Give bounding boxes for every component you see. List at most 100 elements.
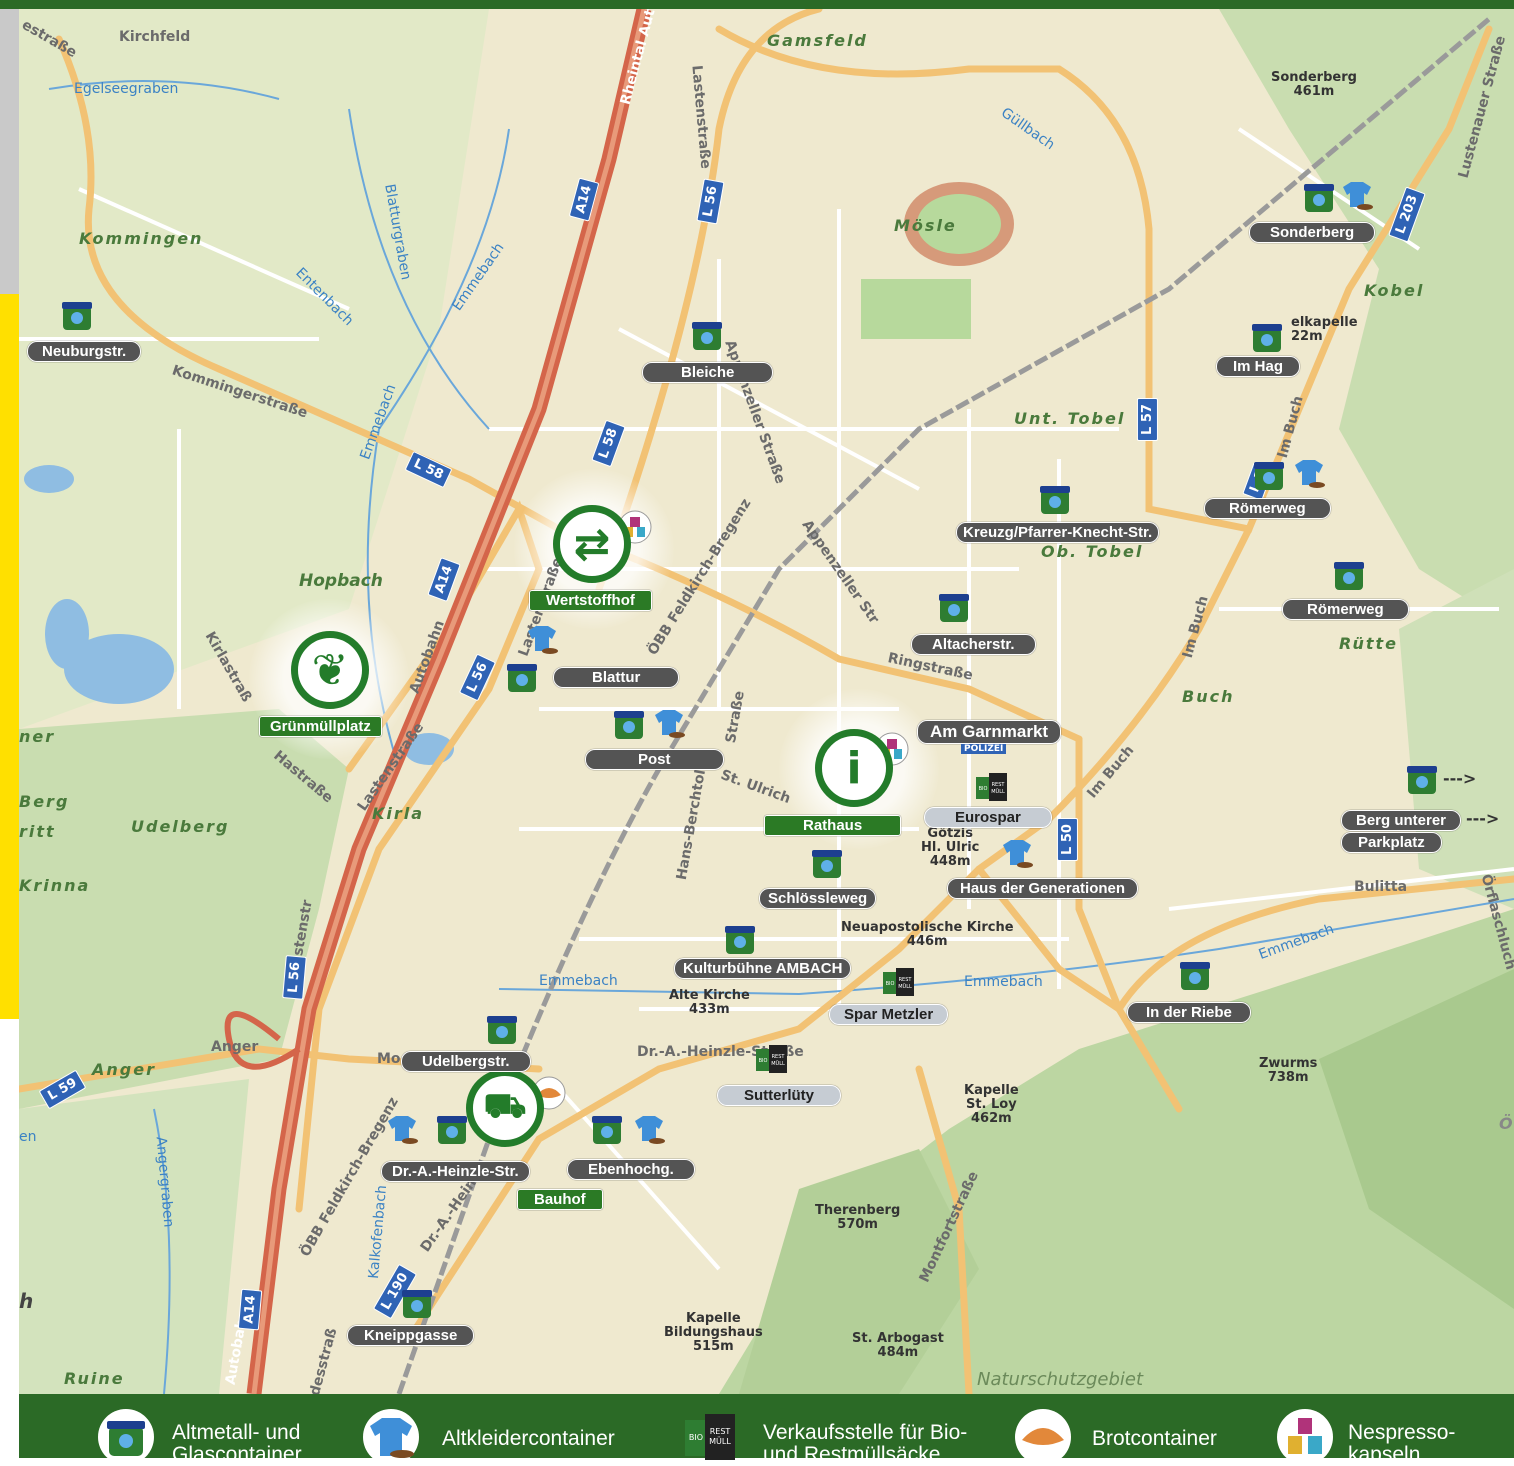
legend-label-nespresso-2: kapseln [1348,1443,1421,1466]
clothes-container-icon[interactable] [631,1111,667,1147]
glass-container-icon[interactable] [1037,481,1073,517]
glass-container-icon[interactable] [689,317,725,353]
peak-kapelle-loy: Kapelle St. Loy 462m [964,1083,1019,1126]
glass-container-icon[interactable] [434,1111,470,1147]
side-tab-yellow [0,294,19,1019]
clothes-container-icon[interactable] [651,705,687,741]
clothes-container-icon[interactable] [524,621,560,657]
wertstoffhof-recycle-icon[interactable]: ⇄ [553,505,631,583]
location-schloessleweg[interactable]: Schlössleweg [759,888,877,909]
location-post[interactable]: Post [585,749,724,770]
glass-container-icon[interactable] [484,1011,520,1047]
legend-label-nespresso-1: Nespresso- [1348,1421,1456,1444]
location-altacherstr[interactable]: Altacherstr. [911,634,1036,655]
glass-container-icon[interactable] [399,1285,435,1321]
glass-container-icon [98,1409,154,1465]
street-anger: Anger [211,1039,259,1055]
rathaus-info-icon[interactable]: i [815,729,893,807]
glass-container-icon[interactable] [611,706,647,742]
place-buch: Buch [1182,687,1235,706]
clothes-container-icon[interactable] [1339,177,1375,213]
location-berg-unterer[interactable]: Berg unterer [1341,810,1462,831]
glass-container-icon[interactable] [1301,179,1337,215]
location-kreuzg[interactable]: Kreuzg/Pfarrer-Knecht-Str. [956,522,1160,543]
place-kirla: Kirla [372,804,425,823]
legend-label-waste-2: und Restmüllsäcke [763,1443,941,1466]
glass-container-icon[interactable] [1404,761,1440,797]
shield-a14-s: A14 [237,1288,263,1331]
location-gruenmuellplatz[interactable]: Grünmüllplatz [259,716,382,737]
glass-container-icon[interactable] [1331,557,1367,593]
location-ebenhochg[interactable]: Ebenhochg. [567,1159,695,1180]
location-roemerweg-2[interactable]: Römerweg [1282,599,1409,620]
svg-text:REST: REST [992,782,1006,788]
water-egelseegraben: Egelseegraben [74,81,179,97]
glass-container-icon[interactable] [504,659,540,695]
polizei-sign: POLIZEI [961,744,1007,754]
place-oe-partial: Ö [1499,1114,1514,1133]
legend-item-bread: Brotcontainer [1014,1394,1254,1465]
place-ruette: Rütte [1339,634,1398,653]
clothes-container-icon[interactable] [1291,455,1327,491]
location-sutterluety[interactable]: Sutterlüty [717,1085,842,1106]
peak-bildungshaus: Kapelle Bildungshaus 515m [664,1311,763,1354]
clothes-container-icon[interactable] [384,1111,420,1147]
place-unt-tobel: Unt. Tobel [1014,409,1126,428]
side-tab-gray [0,9,19,294]
legend-label-waste-1: Verkaufsstelle für Bio- [763,1421,968,1444]
bauhof-truck-icon[interactable]: ⛟ [466,1069,544,1147]
glass-container-icon[interactable] [1251,457,1287,493]
place-ritt-partial: ritt [19,822,56,841]
location-sonderberg[interactable]: Sonderberg [1249,222,1376,243]
glass-container-icon[interactable] [809,845,845,881]
glass-container-icon[interactable] [936,589,972,625]
glass-container-icon[interactable] [722,921,758,957]
glass-container-icon[interactable] [589,1111,625,1147]
location-parkplatz[interactable]: Parkplatz [1341,832,1442,853]
legend-label-glass-2: Glascontainer [172,1443,302,1466]
svg-text:REST: REST [710,1427,731,1436]
location-haus-der-generationen[interactable]: Haus der Generationen [947,878,1139,899]
glass-container-icon[interactable] [59,297,95,333]
peak-kapelle-top: elkapelle 22m [1291,315,1358,344]
location-kneippgasse[interactable]: Kneippgasse [347,1325,475,1346]
location-im-hag[interactable]: Im Hag [1216,356,1301,377]
location-udelbergstr[interactable]: Udelbergstr. [401,1051,531,1072]
location-bauhof[interactable]: Bauhof [517,1189,603,1210]
legend-label-glass-1: Altmetall- und [172,1421,301,1444]
gruenmuell-leaf-icon[interactable]: ❦ [291,631,369,709]
location-neuburgstr[interactable]: Neuburgstr. [27,341,142,362]
shield-l57: L 57 [1136,398,1158,441]
glass-container-icon[interactable] [1249,319,1285,355]
location-spar-metzler[interactable]: Spar Metzler [829,1004,949,1025]
location-rathaus[interactable]: Rathaus [764,815,902,836]
location-dr-heinzle-str[interactable]: Dr.-A.-Heinzle-Str. [381,1161,530,1182]
clothes-container-icon[interactable] [999,835,1035,871]
place-hopbach: Hopbach [299,571,383,591]
glass-container-icon[interactable] [1177,957,1213,993]
location-am-garnmarkt[interactable]: Am Garnmarkt [917,720,1062,744]
location-in-der-riebe[interactable]: In der Riebe [1127,1002,1251,1023]
location-eurospar[interactable]: Eurospar [924,807,1052,828]
location-roemerweg-1[interactable]: Römerweg [1204,498,1331,519]
water-emmebach-s1: Emmebach [539,973,618,989]
peak-sonderberg: Sonderberg 461m [1271,70,1357,99]
location-kulturbuehne[interactable]: Kulturbühne AMBACH [674,958,852,979]
location-blattur[interactable]: Blattur [553,667,680,688]
map-canvas[interactable]: Gamsfeld Kommingen Hopbach Mösle Unt. To… [19,9,1514,1394]
svg-text:BIO: BIO [979,786,988,792]
peak-arbogast: St. Arbogast 484m [852,1331,944,1360]
water-emmebach-s2: Emmebach [964,974,1043,990]
place-en-partial: en [19,1129,37,1145]
place-kobel: Kobel [1364,281,1425,300]
location-wertstoffhof[interactable]: Wertstoffhof [529,590,652,611]
place-moesle: Mösle [894,216,957,235]
svg-text:BIO: BIO [759,1058,768,1064]
location-bleiche[interactable]: Bleiche [642,362,774,383]
peak-goetzis: Götzis Hl. Ulric 448m [921,826,980,869]
